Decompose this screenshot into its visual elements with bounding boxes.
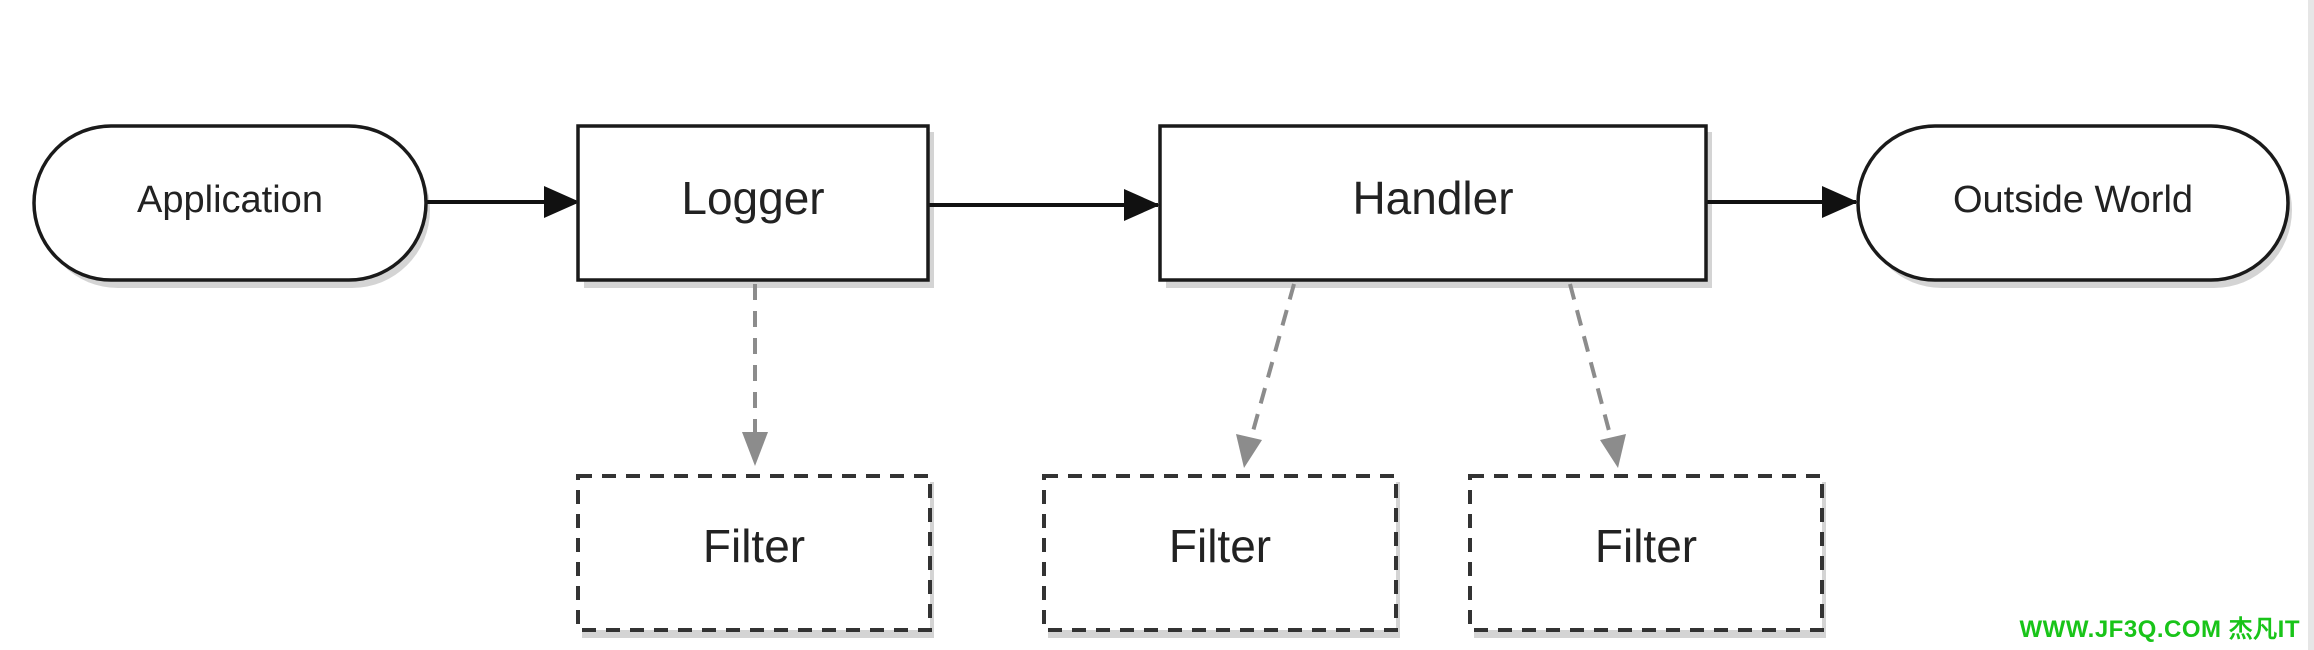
node-filter-handler-2: Filter — [1468, 474, 1824, 632]
arrowhead-handler-filter-2 — [1600, 434, 1626, 468]
node-logger: Logger — [576, 124, 930, 282]
node-filter-logger-label: Filter — [703, 520, 805, 572]
node-application: Application — [32, 124, 428, 282]
dashed-arrow-handler-to-filter-2 — [1568, 283, 1614, 443]
node-handler-label: Handler — [1352, 172, 1513, 224]
node-outside-world-label: Outside World — [1953, 179, 2193, 221]
watermark: WWW.JF3Q.COM 杰凡IT — [2019, 616, 2300, 643]
arrowhead-logger-filter — [742, 432, 768, 466]
arrowhead-logger — [544, 186, 580, 218]
node-filter-handler-2-label: Filter — [1595, 520, 1697, 572]
right-edge-border — [2308, 0, 2314, 650]
arrowhead-handler — [1124, 189, 1160, 221]
node-filter-handler-1: Filter — [1042, 474, 1398, 632]
arrowhead-outside-world — [1822, 186, 1858, 218]
node-outside-world: Outside World — [1856, 124, 2290, 282]
node-filter-handler-1-label: Filter — [1169, 520, 1271, 572]
node-handler: Handler — [1158, 124, 1708, 282]
arrowhead-handler-filter-1 — [1236, 434, 1262, 468]
node-logger-label: Logger — [681, 172, 824, 224]
dashed-arrow-handler-to-filter-1 — [1248, 283, 1296, 443]
node-application-label: Application — [137, 179, 323, 221]
node-filter-logger: Filter — [576, 474, 932, 632]
